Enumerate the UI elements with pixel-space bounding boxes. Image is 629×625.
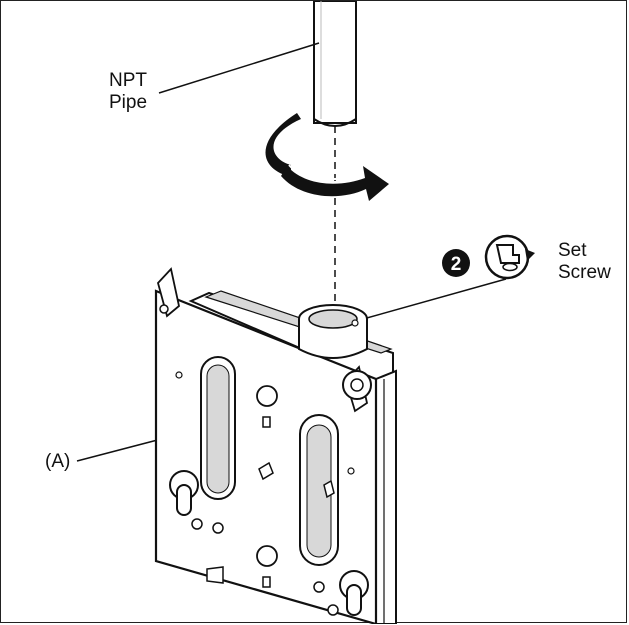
step-number: 2 — [451, 254, 462, 275]
npt-pipe-label: NPT Pipe — [109, 70, 147, 114]
pipe-leader-line — [158, 42, 320, 94]
curved-arrow-icon — [265, 113, 389, 201]
screw-tighten-icon — [484, 234, 535, 280]
set-screw-label-line1: Set — [558, 240, 587, 261]
set-screw-label: Set Screw — [558, 240, 611, 284]
set-screw-leader-line — [355, 278, 507, 322]
npt-pipe — [313, 1, 357, 127]
part-a-leader-line — [76, 436, 170, 462]
npt-pipe-label-line1: NPT — [109, 70, 147, 91]
step-badge: 2 — [442, 249, 470, 277]
part-a-label: (A) — [45, 451, 71, 472]
mounting-bracket-a — [154, 267, 397, 624]
npt-pipe-label-line2: Pipe — [109, 92, 148, 113]
set-screw-label-line2: Screw — [558, 262, 611, 283]
